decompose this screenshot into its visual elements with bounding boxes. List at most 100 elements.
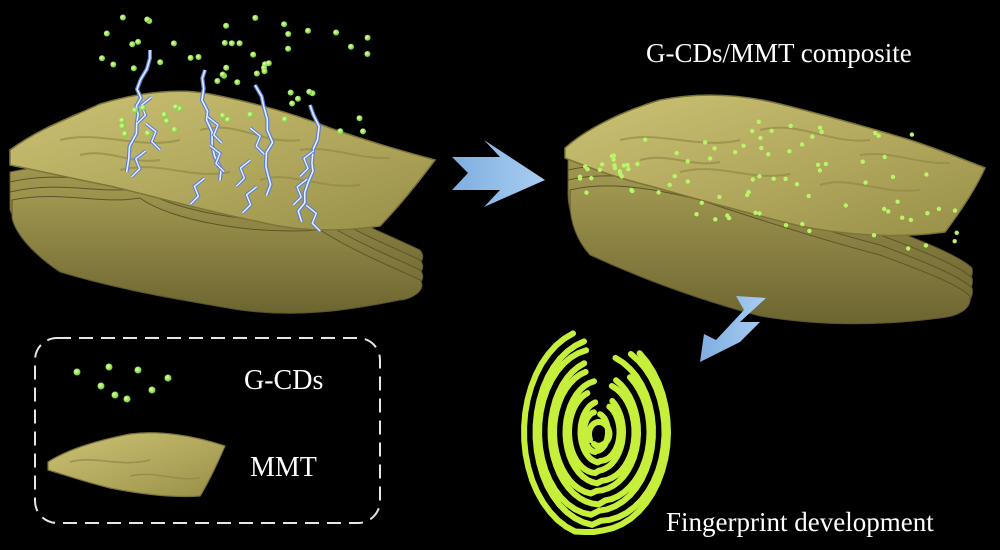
carbon-dot-icon — [105, 363, 113, 371]
carbon-dot-icon — [750, 177, 755, 182]
composite-mmt-top-surface — [564, 94, 987, 237]
carbon-dot-icon — [195, 54, 202, 60]
carbon-dot-icon — [643, 137, 648, 142]
carbon-dot-icon — [783, 176, 788, 182]
carbon-dot-icon — [252, 14, 259, 21]
carbon-dot-icon — [799, 142, 805, 147]
carbon-dot-icon — [758, 135, 763, 141]
carbon-dot-icon — [609, 153, 615, 159]
legend-box — [34, 337, 381, 524]
carbon-dot-icon — [611, 157, 616, 162]
carbon-dot-icon — [707, 156, 713, 161]
carbon-dot-icon — [952, 208, 958, 213]
carbon-dot-icon — [589, 176, 594, 181]
carbon-dot-icon — [712, 146, 717, 151]
carbon-dot-icon — [119, 123, 126, 130]
carbon-dot-icon — [672, 174, 677, 179]
carbon-dot-icon — [157, 59, 164, 66]
carbon-dot-icon — [281, 21, 288, 28]
arrow-right-icon — [452, 140, 545, 207]
composite-gcds-dots — [577, 119, 959, 251]
carbon-dot-icon — [794, 182, 800, 187]
carbon-dot-icon — [810, 134, 815, 139]
carbon-dot-icon — [635, 161, 640, 167]
carbon-dot-icon — [97, 382, 105, 390]
carbon-dot-icon — [171, 126, 178, 133]
carbon-dot-icon — [221, 39, 228, 46]
carbon-dot-icon — [819, 129, 824, 135]
carbon-dot-icon — [699, 200, 704, 205]
carbon-dot-icon — [187, 54, 194, 61]
carbon-dot-icon — [250, 51, 257, 58]
composite-title: G-CDs/MMT composite — [646, 38, 912, 68]
carbon-dot-icon — [936, 206, 942, 212]
carbon-dot-icon — [224, 116, 231, 123]
carbon-dot-icon — [247, 111, 254, 118]
carbon-dot-icon — [626, 166, 631, 172]
carbon-dot-icon — [732, 150, 738, 155]
carbon-dot-icon — [756, 119, 761, 125]
lightning-icon — [189, 69, 226, 206]
carbon-dot-icon — [745, 192, 750, 198]
carbon-dot-icon — [895, 199, 900, 204]
carbon-dot-icon — [612, 165, 618, 171]
carbon-dot-icon — [164, 374, 172, 382]
carbon-dot-icon — [223, 64, 230, 71]
carbon-dot-icon — [161, 111, 168, 118]
carbon-dot-icon — [123, 395, 131, 403]
arrow-down-left-icon — [700, 296, 766, 362]
carbon-dot-icon — [924, 172, 929, 177]
carbon-dot-icon — [749, 128, 755, 134]
carbon-dot-icon — [871, 233, 877, 238]
carbon-dot-icon — [281, 116, 288, 123]
carbon-dot-icon — [815, 162, 821, 167]
carbon-dot-icon — [261, 68, 268, 75]
carbon-dot-icon — [923, 243, 929, 248]
carbon-dot-icon — [285, 31, 292, 37]
legend-gcds-label: G-CDs — [244, 365, 324, 396]
carbon-dot-icon — [863, 180, 868, 185]
carbon-dot-icon — [906, 246, 911, 251]
carbon-dot-icon — [656, 190, 661, 195]
carbon-dot-icon — [135, 38, 142, 45]
carbon-dot-icon — [741, 143, 746, 148]
carbon-dot-icon — [843, 203, 848, 208]
composite-mmt-ripples — [619, 126, 951, 192]
lightning-icon — [124, 49, 162, 179]
carbon-dot-icon — [333, 29, 340, 36]
carbon-dot-icon — [214, 78, 221, 84]
carbon-dot-icon — [597, 167, 603, 172]
gcds-cloud — [99, 14, 371, 137]
carbon-dot-icon — [132, 107, 138, 114]
carbon-dot-icon — [148, 386, 156, 394]
left-mmt-stack — [9, 14, 437, 314]
carbon-dot-icon — [129, 41, 136, 48]
lightning-icon — [291, 104, 322, 233]
carbon-dot-icon — [629, 187, 634, 193]
lightning-icon — [235, 83, 275, 215]
legend-gcds-dots — [73, 363, 172, 403]
carbon-dot-icon — [306, 88, 313, 95]
carbon-dot-icon — [725, 213, 730, 218]
carbon-dot-icon — [577, 174, 583, 179]
carbon-dot-icon — [882, 154, 887, 160]
carbon-dot-icon — [806, 193, 811, 199]
carbon-dot-icon — [621, 163, 627, 168]
carbon-dot-icon — [134, 366, 142, 374]
carbon-dot-icon — [110, 61, 117, 68]
carbon-dot-icon — [234, 79, 241, 86]
carbon-dot-icon — [103, 30, 110, 37]
carbon-dot-icon — [144, 16, 151, 23]
carbon-dot-icon — [769, 128, 774, 133]
carbon-dot-icon — [823, 161, 829, 167]
carbon-dot-icon — [771, 176, 776, 181]
carbon-dot-icon — [111, 391, 119, 399]
carbon-dot-icon — [954, 230, 959, 235]
carbon-dot-icon — [886, 209, 891, 214]
lightning-bolts — [124, 49, 322, 233]
carbon-dot-icon — [766, 152, 771, 157]
carbon-dot-icon — [163, 118, 170, 125]
carbon-dot-icon — [860, 159, 865, 164]
carbon-dot-icon — [130, 65, 137, 72]
carbon-dot-icon — [356, 115, 363, 122]
